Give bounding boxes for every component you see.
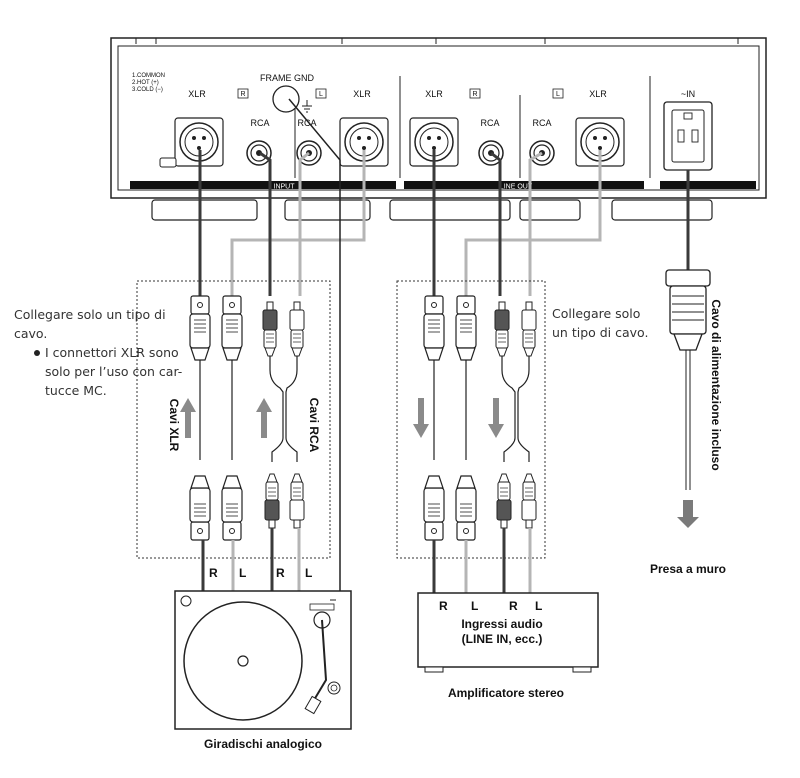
- xlr-plug-icon: [455, 295, 477, 361]
- out-l-badge: L: [556, 91, 560, 98]
- input-rca-r-label: RCA: [250, 118, 269, 128]
- down-arrow-icon: [413, 398, 429, 438]
- tt-rca-r-letter: R: [276, 566, 285, 580]
- ac-in-label: ~IN: [681, 89, 695, 99]
- right-note-line1: Collegare solo: [552, 306, 640, 321]
- out-rca-r-label: RCA: [480, 118, 499, 128]
- rear-panel: 1.COMMON 2.HOT (+) 3.COLD (−) XLR R RCA …: [110, 37, 767, 221]
- input-r-badge: R: [240, 91, 245, 98]
- wall-outlet-label: Presa a muro: [650, 562, 726, 576]
- input-cable-group: [136, 280, 331, 559]
- left-bullet-line1: I connettori XLR sono: [45, 345, 179, 360]
- service-port-icon: [159, 157, 177, 168]
- left-bullet-line3: tucce MC.: [45, 383, 107, 398]
- xlr-plug-icon: [423, 295, 445, 361]
- up-arrow-icon: [256, 398, 272, 438]
- down-arrow-icon: [677, 500, 699, 528]
- amplifier: [417, 592, 599, 673]
- bullet-icon: [34, 350, 40, 356]
- xlr-cables-label: Cavi XLR: [167, 399, 181, 452]
- ground-icon: [302, 100, 312, 113]
- pin-legend-1: 1.COMMON: [132, 73, 165, 79]
- rca-plug-icon: [521, 301, 537, 357]
- out-xlr-r-label: XLR: [425, 89, 443, 99]
- lower-cables: [201, 528, 532, 596]
- amp-l-letter: L: [471, 599, 478, 613]
- power-plug: [665, 269, 711, 490]
- rca-cables-label: Cavi RCA: [307, 398, 321, 453]
- tt-rca-l-letter: L: [305, 566, 312, 580]
- amp-inputs-label-1: Ingressi audio: [461, 617, 542, 631]
- rca-plug-icon: [289, 301, 305, 357]
- input-strip-label: INPUT: [274, 184, 296, 191]
- amp-inputs-label-2: (LINE IN, ecc.): [462, 632, 543, 646]
- out-r-badge: R: [472, 91, 477, 98]
- right-note-line2: un tipo di cavo.: [552, 325, 648, 340]
- rca-plug-icon: [494, 301, 510, 357]
- pin-legend-2: 2.HOT (+): [132, 80, 159, 86]
- output-cable-group: [396, 280, 546, 559]
- xlr-plug-icon: [189, 295, 211, 361]
- input-xlr-l-label: XLR: [353, 89, 371, 99]
- pin-legend-3: 3.COLD (−): [132, 87, 163, 93]
- xlr-plug-icon: [221, 295, 243, 361]
- frame-gnd-label: FRAME GND: [260, 73, 315, 83]
- left-note-line2: cavo.: [14, 326, 47, 341]
- down-arrow-icon: [488, 398, 504, 438]
- out-rca-l-label: RCA: [532, 118, 551, 128]
- amp-label: Amplificatore stereo: [448, 686, 564, 700]
- turntable-label: Giradischi analogico: [204, 737, 322, 751]
- out-xlr-l-label: XLR: [589, 89, 607, 99]
- amp-r2-letter: R: [509, 599, 518, 613]
- input-cables: Cavi XLR Cavi RCA: [167, 295, 321, 541]
- lineout-strip-label: LINE OUT: [500, 184, 533, 191]
- ground-terminal: [272, 85, 300, 113]
- left-note-line1: Collegare solo un tipo di: [14, 307, 166, 322]
- cables: [198, 98, 690, 596]
- tt-xlr-l-letter: L: [239, 566, 246, 580]
- rca-plug-icon: [262, 301, 278, 357]
- up-arrow-icon: [180, 398, 196, 438]
- power-cable-label: Cavo di alimentazione incluso: [709, 299, 723, 470]
- output-cables: [413, 295, 537, 541]
- amp-r-letter: R: [439, 599, 448, 613]
- input-xlr-r-label: XLR: [188, 89, 206, 99]
- tt-xlr-r-letter: R: [209, 566, 218, 580]
- input-rca-r-socket: [246, 140, 272, 166]
- left-bullet-line2: solo per l’uso con car-: [45, 364, 182, 379]
- amp-l2-letter: L: [535, 599, 542, 613]
- turntable: [174, 590, 352, 730]
- input-l-badge: L: [319, 91, 323, 98]
- input-rca-l-label: RCA: [297, 118, 316, 128]
